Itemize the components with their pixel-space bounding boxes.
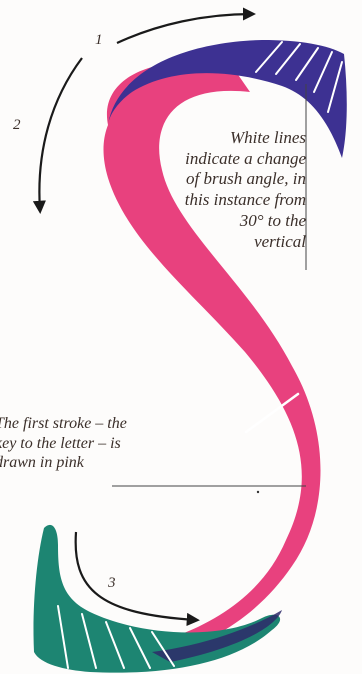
- caption-line: this instance from: [185, 190, 306, 211]
- caption-line: White lines: [185, 128, 306, 149]
- brush-angle-caption: White lines indicate a change of brush a…: [185, 128, 306, 252]
- ink-dot: [257, 491, 259, 493]
- caption-line: of brush angle, in: [185, 169, 306, 190]
- stroke-2-arrow: [39, 58, 82, 210]
- caption-line: indicate a change: [185, 149, 306, 170]
- first-stroke-caption: The first stroke – the key to the letter…: [0, 414, 127, 473]
- caption-line: The first stroke – the: [0, 414, 127, 434]
- caption-line: key to the letter – is: [0, 434, 127, 454]
- step-number-3: 3: [108, 575, 116, 592]
- step-number-1: 1: [95, 32, 103, 49]
- step-number-2: 2: [13, 117, 21, 134]
- caption-line: 30° to the: [185, 211, 306, 232]
- stroke-3-arrow: [76, 532, 196, 620]
- caption-line: drawn in pink: [0, 453, 127, 473]
- stroke-1-arrow: [117, 14, 252, 43]
- caption-line: vertical: [185, 232, 306, 253]
